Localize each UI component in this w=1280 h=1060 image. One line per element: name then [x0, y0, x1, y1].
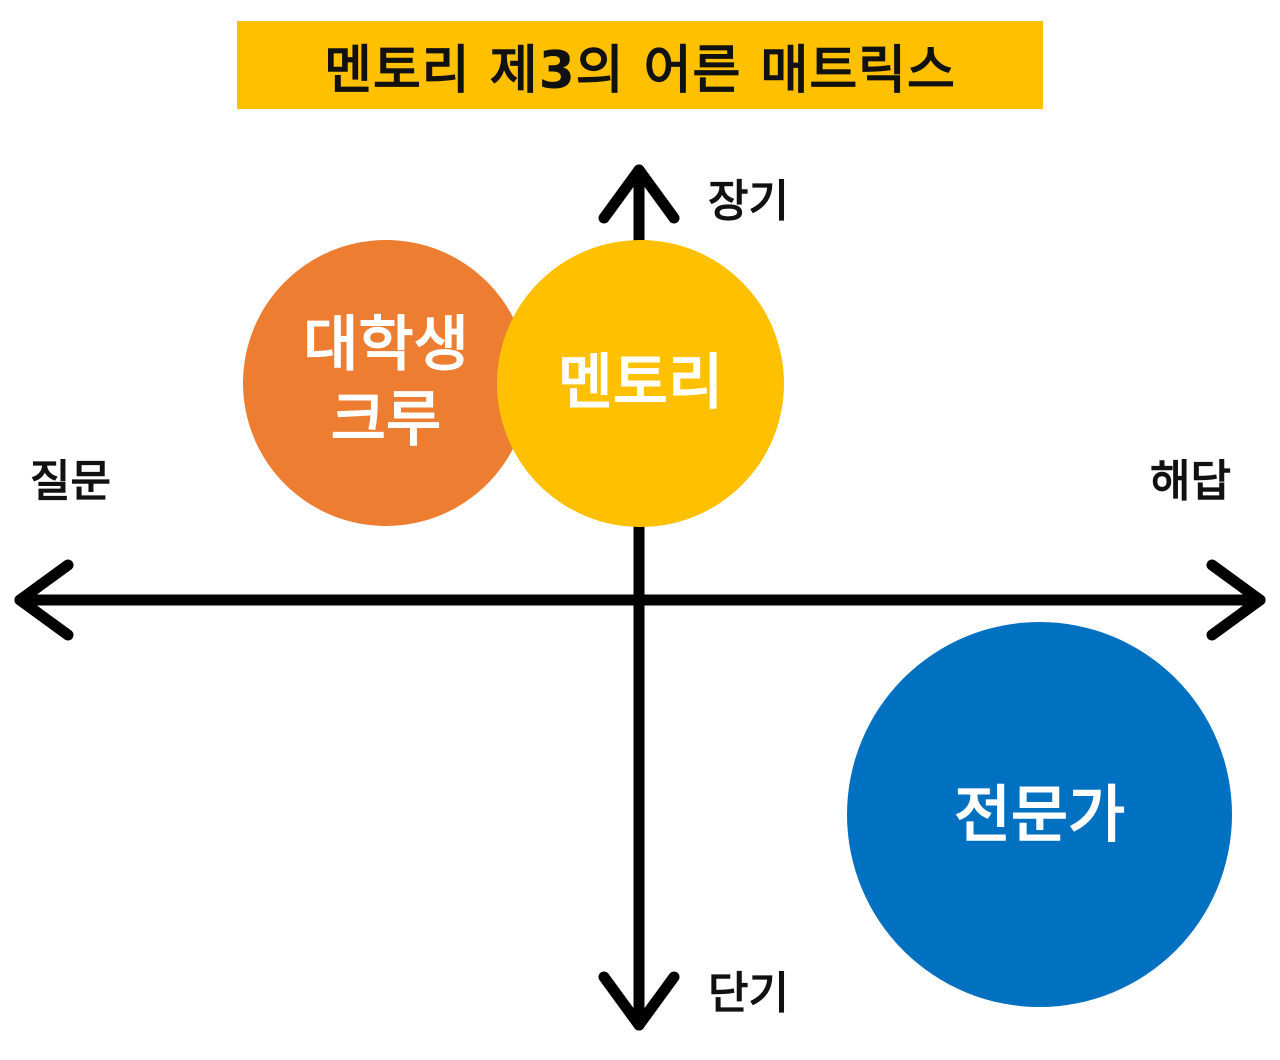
arrow-left-icon [14, 559, 74, 641]
bubble-mentory: 멘토리 [497, 240, 784, 527]
arrow-down-icon [598, 971, 680, 1031]
arrow-up-icon [598, 164, 680, 224]
title-banner: 멘토리 제3의 어른 매트릭스 [237, 21, 1043, 109]
title-text: 멘토리 제3의 어른 매트릭스 [324, 40, 956, 101]
bubble-mentory-label: 멘토리 [557, 348, 724, 418]
bubble-crew-line1: 대학생 [303, 310, 469, 380]
arrow-right-icon [1206, 559, 1266, 641]
bubble-crew-label: 대학생 크루 [303, 308, 469, 458]
axis-label-right: 해답 [1150, 456, 1231, 507]
bubble-crew-line2: 크루 [330, 385, 442, 455]
axis-label-bottom: 단기 [708, 968, 789, 1019]
axis-label-left: 질문 [30, 456, 111, 507]
axis-label-top: 장기 [708, 176, 789, 227]
bubble-expert-label: 전문가 [953, 777, 1126, 851]
bubble-expert: 전문가 [847, 622, 1232, 1007]
bubble-crew: 대학생 크루 [243, 240, 529, 526]
